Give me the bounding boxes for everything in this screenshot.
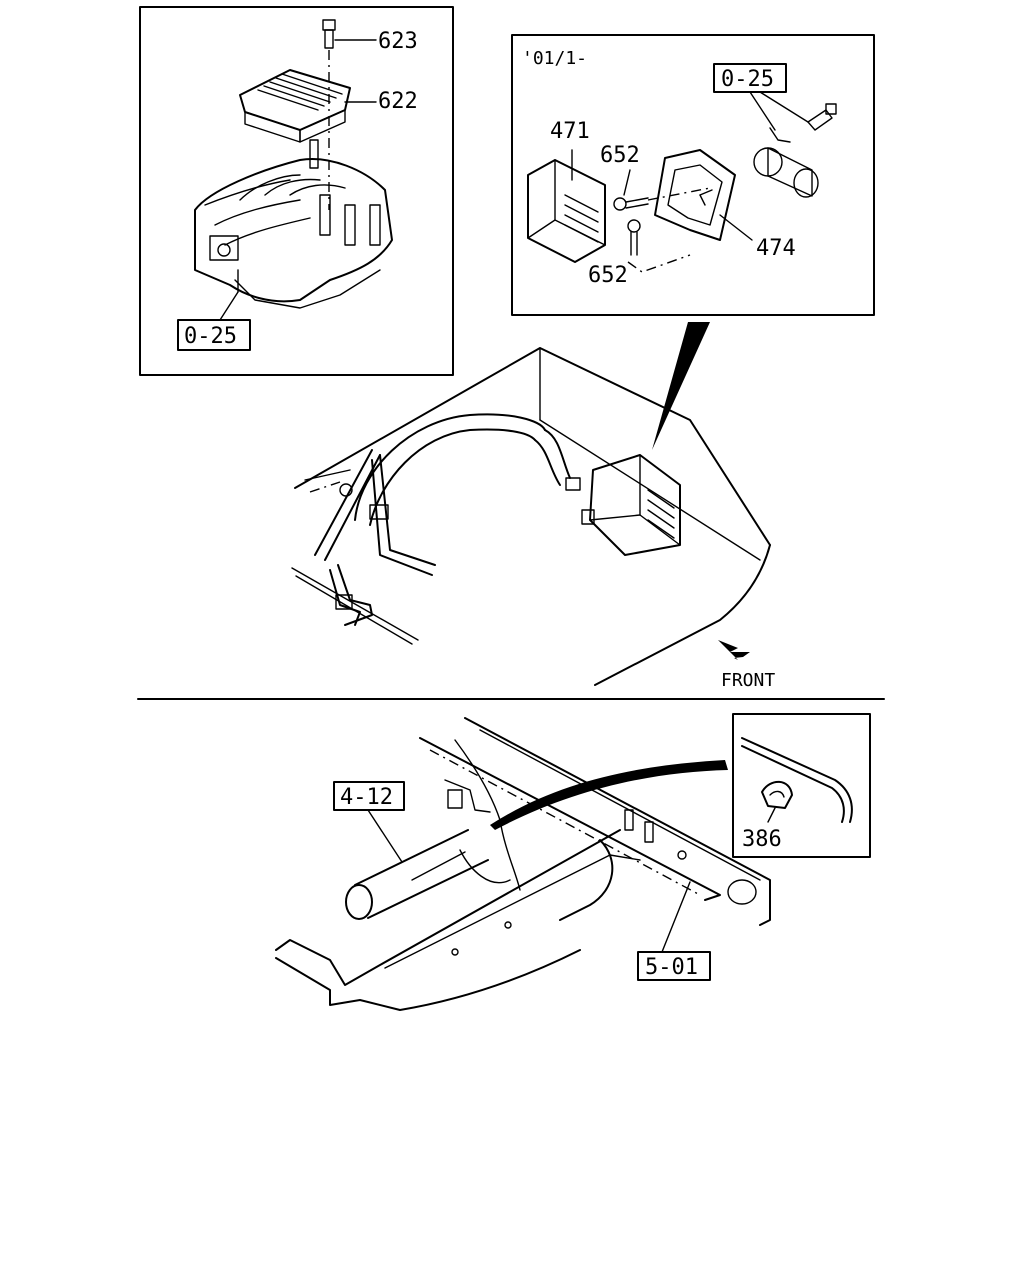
pointer-swoosh [490, 760, 728, 830]
ref-label-4-12: 4-12 [340, 785, 393, 810]
front-label: FRONT [721, 670, 775, 691]
inset-frame-left [139, 6, 454, 376]
ref-box-5-01 [637, 951, 711, 981]
bolt-652-top [613, 169, 711, 211]
callout-471: 471 [550, 119, 590, 144]
callout-386: 386 [742, 827, 782, 852]
callout-474: 474 [756, 236, 796, 261]
vehicle-interior-view [291, 347, 771, 686]
module-471 [527, 149, 606, 263]
ref-box-0-25-left [177, 319, 251, 351]
bolt-652-bottom [627, 219, 691, 273]
pointer-wedge-top [652, 322, 710, 450]
callout-622: 622 [378, 89, 418, 114]
chassis-frame-view [275, 713, 871, 1011]
bolt-top-right [807, 103, 837, 131]
callout-623: 623 [378, 29, 418, 54]
callout-652-top: 652 [600, 143, 640, 168]
leader-474 [719, 214, 753, 241]
callout-652-bottom: 652 [588, 263, 628, 288]
inset-frame-right [511, 34, 875, 316]
ref-label-0-25-right: 0-25 [721, 67, 774, 92]
canister [753, 127, 819, 198]
ref-box-4-12 [333, 781, 405, 811]
inset-intake-manifold [139, 6, 454, 376]
inset-control-module [511, 34, 875, 316]
inset-frame-clip [732, 713, 871, 858]
cylinder-4-12 [345, 829, 489, 920]
date-note: '01/1- [522, 48, 587, 69]
front-arrow-icon [718, 640, 750, 660]
clip-386 [741, 737, 853, 823]
bolt-623 [322, 19, 336, 210]
ref-label-5-01: 5-01 [645, 955, 698, 980]
ecu-module [581, 454, 681, 556]
leader-0-25-left [219, 291, 239, 321]
bracket-474 [654, 149, 736, 241]
intake-manifold [194, 139, 393, 309]
ref-label-0-25-left: 0-25 [184, 324, 237, 349]
module-622 [239, 69, 351, 143]
